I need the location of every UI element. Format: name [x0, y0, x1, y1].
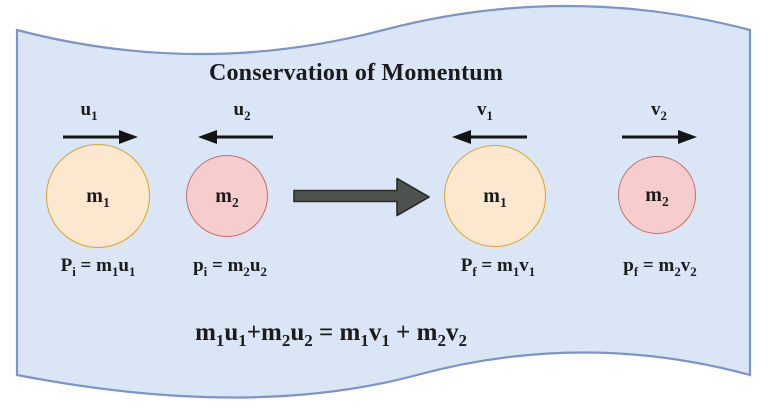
arrow-head [198, 130, 217, 144]
mass1-label: m1 [483, 184, 507, 210]
mass1-label: m1 [86, 184, 110, 210]
mass1-circle-before: m1 [46, 144, 150, 248]
mass2-circle-before: m2 [186, 155, 268, 237]
velocity-label-u1: u1 [80, 99, 98, 123]
v1-arrow-left-icon [452, 130, 527, 144]
mass2-label: m2 [645, 183, 669, 209]
momentum-final-2: pf = m2v2 [623, 255, 697, 279]
mass2-circle-after: m2 [618, 156, 696, 234]
momentum-final-1: Pf = m1v1 [460, 255, 536, 279]
velocity-label-v2: v2 [651, 99, 667, 123]
momentum-initial-1: Pi = m1u1 [60, 255, 136, 279]
u2-arrow-left-icon [198, 130, 273, 144]
momentum-initial-2: pi = m2u2 [193, 255, 267, 279]
block-arrow-shape [293, 177, 430, 217]
velocity-label-v1: v1 [477, 99, 493, 123]
block-arrow-right-icon [293, 177, 430, 217]
v2-arrow-right-icon [622, 130, 697, 144]
conservation-equation: m1u1+m2u2 = m1v1 + m2v2 [195, 319, 467, 350]
mass2-label: m2 [215, 184, 239, 210]
velocity-label-u2: u2 [233, 99, 251, 123]
mass1-circle-after: m1 [444, 145, 546, 247]
arrow-head [678, 130, 697, 144]
diagram-title: Conservation of Momentum [208, 60, 504, 86]
arrow-head [119, 130, 138, 144]
u1-arrow-right-icon [63, 130, 138, 144]
arrow-head [452, 130, 471, 144]
